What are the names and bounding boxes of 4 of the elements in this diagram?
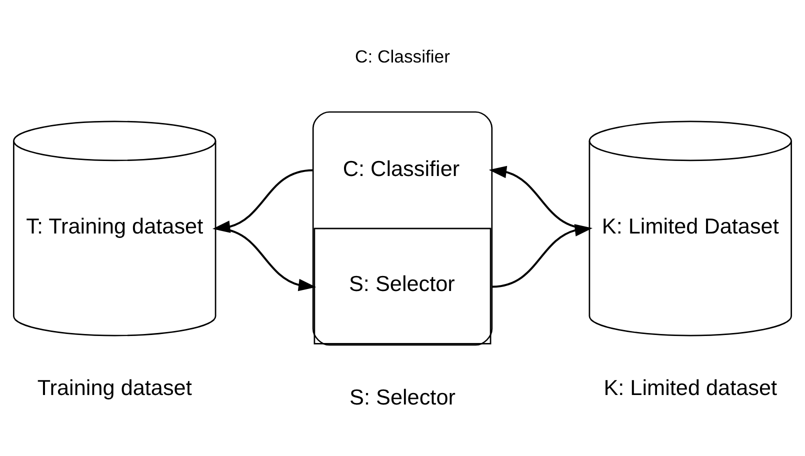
node-label: C: Classifier: [355, 46, 450, 66]
node-label: S: Selector: [350, 384, 456, 409]
node-label: K: Limited dataset: [604, 374, 778, 400]
node-label: Training dataset: [37, 374, 192, 400]
